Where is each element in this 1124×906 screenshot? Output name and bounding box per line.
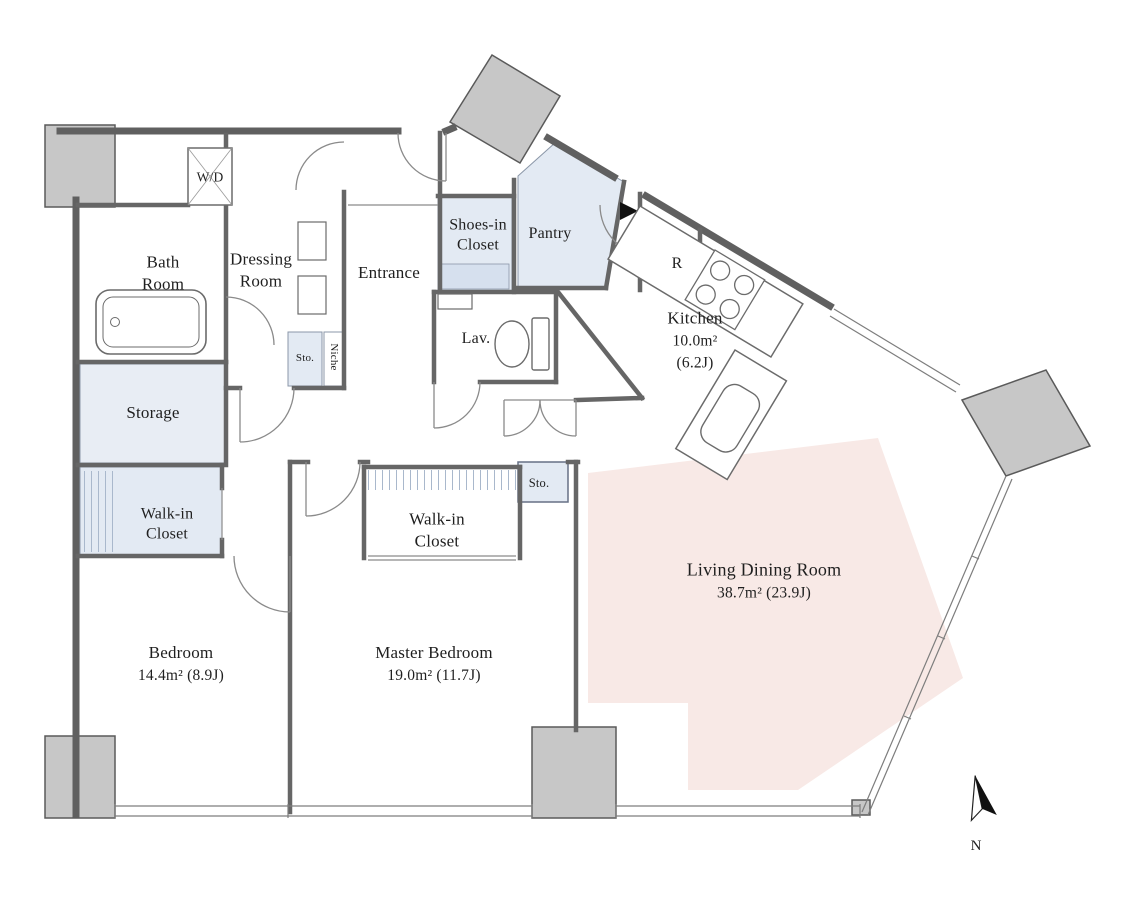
bedroom-area: 14.4m² (8.9J) (137, 666, 225, 684)
refrigerator-label: R (671, 254, 683, 272)
pantry-label: Pantry (528, 224, 572, 242)
room-label-kitchen: Kitchen 10.0m² (6.2J) (667, 307, 722, 372)
vanity-cabinet-icon (297, 221, 327, 261)
stove-icon (684, 249, 766, 331)
bedroom-name: Bedroom (148, 643, 214, 663)
room-label-living-dining: Living Dining Room 38.7m² (23.9J) (687, 559, 842, 604)
shoes-line1: Shoes-in (449, 216, 507, 234)
room-label-bedroom: Bedroom 14.4m² (8.9J) (138, 642, 224, 686)
compass-needle-icon (970, 775, 997, 823)
lavatory-label: Lav. (461, 329, 491, 347)
room-label-lavatory: Lav. (462, 329, 491, 349)
porch-block (448, 53, 562, 165)
compass-north-label: N (971, 838, 982, 854)
room-label-washer-dryer: W/D (197, 168, 224, 185)
doors (225, 132, 653, 613)
kitchen-area-sqm: 10.0m² (672, 332, 718, 350)
room-label-master-bedroom: Master Bedroom 19.0m² (11.7J) (375, 642, 493, 686)
living-dining-zone (588, 438, 963, 790)
sink-icon (700, 383, 761, 453)
pillar-bottom-right (851, 799, 871, 816)
master-bedroom-area: 19.0m² (11.7J) (387, 666, 481, 684)
shoes-closet-shelf (440, 263, 510, 290)
delivery-arrow-icon (620, 202, 638, 220)
room-label-niche: Niche (327, 343, 341, 370)
kitchen-area-jo: (6.2J) (676, 353, 714, 371)
washer-dryer-box (187, 147, 233, 206)
wic-west-line2: Closet (145, 526, 189, 543)
kitchen-name: Kitchen (667, 308, 723, 328)
compass: N (970, 775, 997, 854)
wic-master-line2: Closet (414, 531, 460, 550)
hall-storage-label: Sto. (295, 351, 315, 364)
pillar-bottom-center (531, 726, 617, 819)
washer-dryer-label: W/D (196, 169, 224, 185)
room-label-pantry: Pantry (529, 224, 572, 244)
niche-label: Niche (328, 343, 341, 371)
room-label-refrigerator: R (672, 254, 683, 274)
living-storage-label: Sto. (528, 476, 550, 490)
pillar-bottom-left (44, 735, 116, 819)
dressing-line1: Dressing (229, 249, 293, 269)
wic-west-line1: Walk-in (140, 505, 194, 523)
lav-shelf-icon (437, 293, 473, 310)
master-bedroom-name: Master Bedroom (375, 643, 493, 663)
room-label-storage: Storage (126, 402, 179, 424)
room-label-hall-storage: Sto. (296, 351, 314, 365)
room-label-living-storage: Sto. (529, 475, 550, 491)
wic-master-line1: Walk-in (409, 509, 465, 529)
bath-line2: Room (141, 274, 185, 293)
toilet-icon (494, 317, 550, 371)
closet-hatch-master (368, 470, 516, 490)
living-dining-area: 38.7m² (23.9J) (717, 584, 811, 602)
vanity-cabinet-icon (297, 275, 327, 315)
pillar-top-left (44, 124, 116, 208)
pillar-right (960, 369, 1092, 477)
room-label-entrance: Entrance (358, 262, 420, 284)
fixtures (95, 147, 804, 481)
bath-line1: Bath (146, 252, 180, 272)
living-storage-zone (517, 461, 569, 503)
windows (114, 308, 1013, 818)
entrance-label: Entrance (357, 263, 421, 283)
closet-hatch-west (84, 471, 118, 552)
living-dining-name: Living Dining Room (686, 559, 842, 580)
bathtub-icon (95, 289, 207, 355)
structure-blocks (44, 53, 1092, 819)
outer-walls (56, 123, 835, 818)
storage-label: Storage (126, 403, 180, 423)
hall-storage-zone (287, 331, 323, 387)
dressing-line2: Room (239, 271, 283, 290)
shoes-line2: Closet (456, 237, 500, 254)
